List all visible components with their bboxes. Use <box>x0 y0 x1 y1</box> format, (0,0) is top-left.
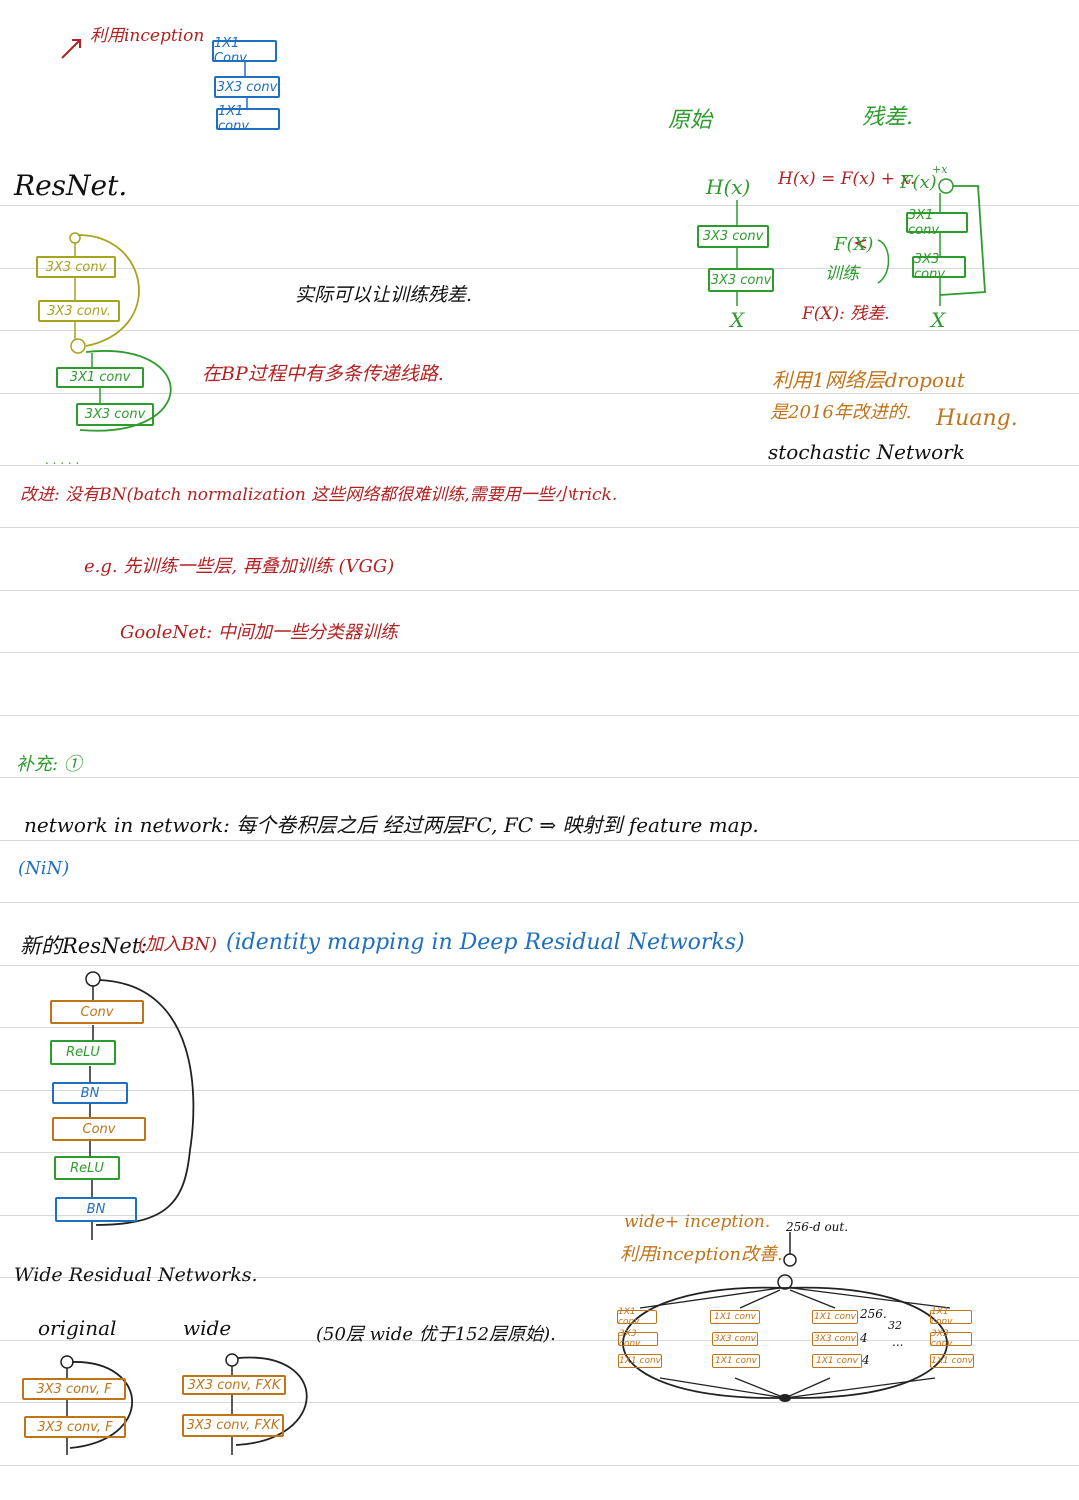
rule-line <box>0 590 1079 591</box>
branch3-block-3: 1X1 conv <box>812 1354 862 1368</box>
fx-label: F(X) <box>834 234 874 255</box>
label-original: 原始 <box>668 108 713 133</box>
orig-block-1: 3X3 conv <box>697 225 769 248</box>
wide-inception-title: wide+ inception. <box>624 1212 771 1232</box>
fx-plus-label: F(x) <box>900 172 937 193</box>
wide-wide-label: wide <box>183 1316 232 1340</box>
branch2-block-3: 1X1 conv <box>712 1354 760 1368</box>
rule-line <box>0 1465 1079 1466</box>
svg-text:. . . . .: . . . . . <box>45 453 79 467</box>
wide-title: Wide Residual Networks. <box>14 1264 258 1286</box>
rule-line <box>0 1152 1079 1153</box>
fx-residual-label: F(X): 残差. <box>802 304 890 324</box>
resnet-title: ResNet. <box>14 169 128 202</box>
rule-line <box>0 1277 1079 1278</box>
wide-orig-block-2: 3X3 conv, F <box>24 1416 126 1438</box>
rule-line <box>0 1027 1079 1028</box>
rule-line <box>0 965 1079 966</box>
new-resnet-conv-1: Conv <box>50 1000 144 1024</box>
x-left: X <box>730 308 745 332</box>
dropout-author: Huang. <box>936 406 1018 431</box>
rule-line <box>0 777 1079 778</box>
rule-line <box>0 715 1079 716</box>
wide-original-label: original <box>38 1316 117 1340</box>
branch1-block-3: 1X1 conv <box>618 1354 662 1368</box>
new-resnet-bn-1: BN <box>52 1082 128 1104</box>
new-resnet-title: 新的ResNet: <box>20 934 148 958</box>
res-block-2: 3X3 conv <box>912 252 966 282</box>
rule-line <box>0 1090 1079 1091</box>
top-stack-block-1: 1X1 Conv <box>212 36 277 66</box>
wide-orig-block-1: 3X3 conv, F <box>22 1378 126 1400</box>
train-label: 训练 <box>825 264 859 284</box>
dropout-line-3: stochastic Network <box>768 440 965 464</box>
res-block-1: 3X1 conv <box>906 208 968 238</box>
nin-line: network in network: 每个卷积层之后 经过两层FC, FC ⇒… <box>24 813 759 837</box>
dropout-line-2: 是2016年改进的. <box>770 402 912 423</box>
label-residual: 残差. <box>862 105 913 130</box>
new-resnet-relu-1: ReLU <box>50 1040 116 1065</box>
top-stack-block-2: 3X3 conv <box>214 76 280 98</box>
rule-line <box>0 527 1079 528</box>
rule-line <box>0 465 1079 466</box>
wide-inception-dots: ... <box>892 1335 904 1349</box>
wide-inception-out: 256-d out. <box>786 1220 849 1234</box>
new-resnet-bn-2: BN <box>55 1197 137 1222</box>
branch1-block-1: 1X1 conv <box>617 1307 657 1327</box>
dropout-line-1: 利用1网络层dropout <box>772 368 965 392</box>
resnet-block-3: 3X1 conv <box>56 367 144 388</box>
resnet-block-4: 3X3 conv <box>76 403 154 426</box>
top-note: 利用inception <box>90 26 205 46</box>
branch2-block-1: 1X1 conv <box>710 1310 760 1324</box>
plus-x-label: +x <box>932 163 948 176</box>
new-resnet-paper: (identity mapping in Deep Residual Netwo… <box>226 930 745 955</box>
rule-line <box>0 652 1079 653</box>
rule-line <box>0 1340 1079 1341</box>
improve-line: 改进: 没有BN(batch normalization 这些网络都很难训练,需… <box>20 485 618 505</box>
rule-line <box>0 330 1079 331</box>
improve-eg: e.g. 先训练一些层, 再叠加训练 (VGG) <box>84 556 395 577</box>
resnet-note-1: 实际可以让训练残差. <box>295 284 473 306</box>
wide-inception-256: 256. <box>860 1307 887 1321</box>
top-stack-block-3: 1X1 conv <box>216 104 280 134</box>
wide-wide-block-1: 3X3 conv, FXK <box>182 1375 286 1395</box>
rule-line <box>0 393 1079 394</box>
rule-line <box>0 1215 1079 1216</box>
wide-note: (50层 wide 优于152层原始). <box>316 1324 556 1345</box>
orig-block-2: 3X3 conv <box>708 268 774 292</box>
new-resnet-bn-note: (加入BN) <box>138 934 218 955</box>
branch4-block-1: 1X1 conv <box>930 1307 972 1327</box>
rule-line <box>0 840 1079 841</box>
wide-inception-32: 32 <box>888 1319 902 1332</box>
hx-label: H(x) <box>706 175 751 199</box>
rule-line <box>0 902 1079 903</box>
equation: H(x) = F(x) + x. <box>778 169 916 189</box>
branch2-block-2: 3X3 conv <box>712 1332 758 1346</box>
branch3-block-2: 3X3 conv <box>812 1332 858 1346</box>
rule-line <box>0 205 1079 206</box>
wide-inception-4b: 4 <box>862 1353 870 1367</box>
rule-line <box>0 268 1079 269</box>
resnet-block-2: 3X3 conv. <box>38 300 120 322</box>
wide-inception-subtitle: 利用inception改善. <box>620 1244 783 1265</box>
x-right: X <box>931 308 946 332</box>
wide-inception-4a: 4 <box>860 1331 868 1345</box>
improve-googlenet: GooleNet: 中间加一些分类器训练 <box>120 622 398 643</box>
branch3-block-1: 1X1 conv <box>812 1310 858 1324</box>
branch4-block-2: 3X3 conv <box>930 1329 972 1349</box>
branch4-block-3: 1X1 conv <box>930 1354 974 1368</box>
branch1-block-2: 3X3 conv <box>618 1329 658 1349</box>
new-resnet-relu-2: ReLU <box>54 1156 120 1180</box>
new-resnet-conv-2: Conv <box>52 1117 146 1141</box>
wide-wide-block-2: 3X3 conv, FXK <box>182 1414 284 1437</box>
resnet-block-1: 3X3 conv <box>36 256 116 278</box>
rule-line <box>0 1402 1079 1403</box>
note-marker: 补充: ① <box>16 754 82 775</box>
nin-abbr: (NiN) <box>18 858 70 879</box>
resnet-note-2: 在BP过程中有多条传递线路. <box>202 363 444 385</box>
